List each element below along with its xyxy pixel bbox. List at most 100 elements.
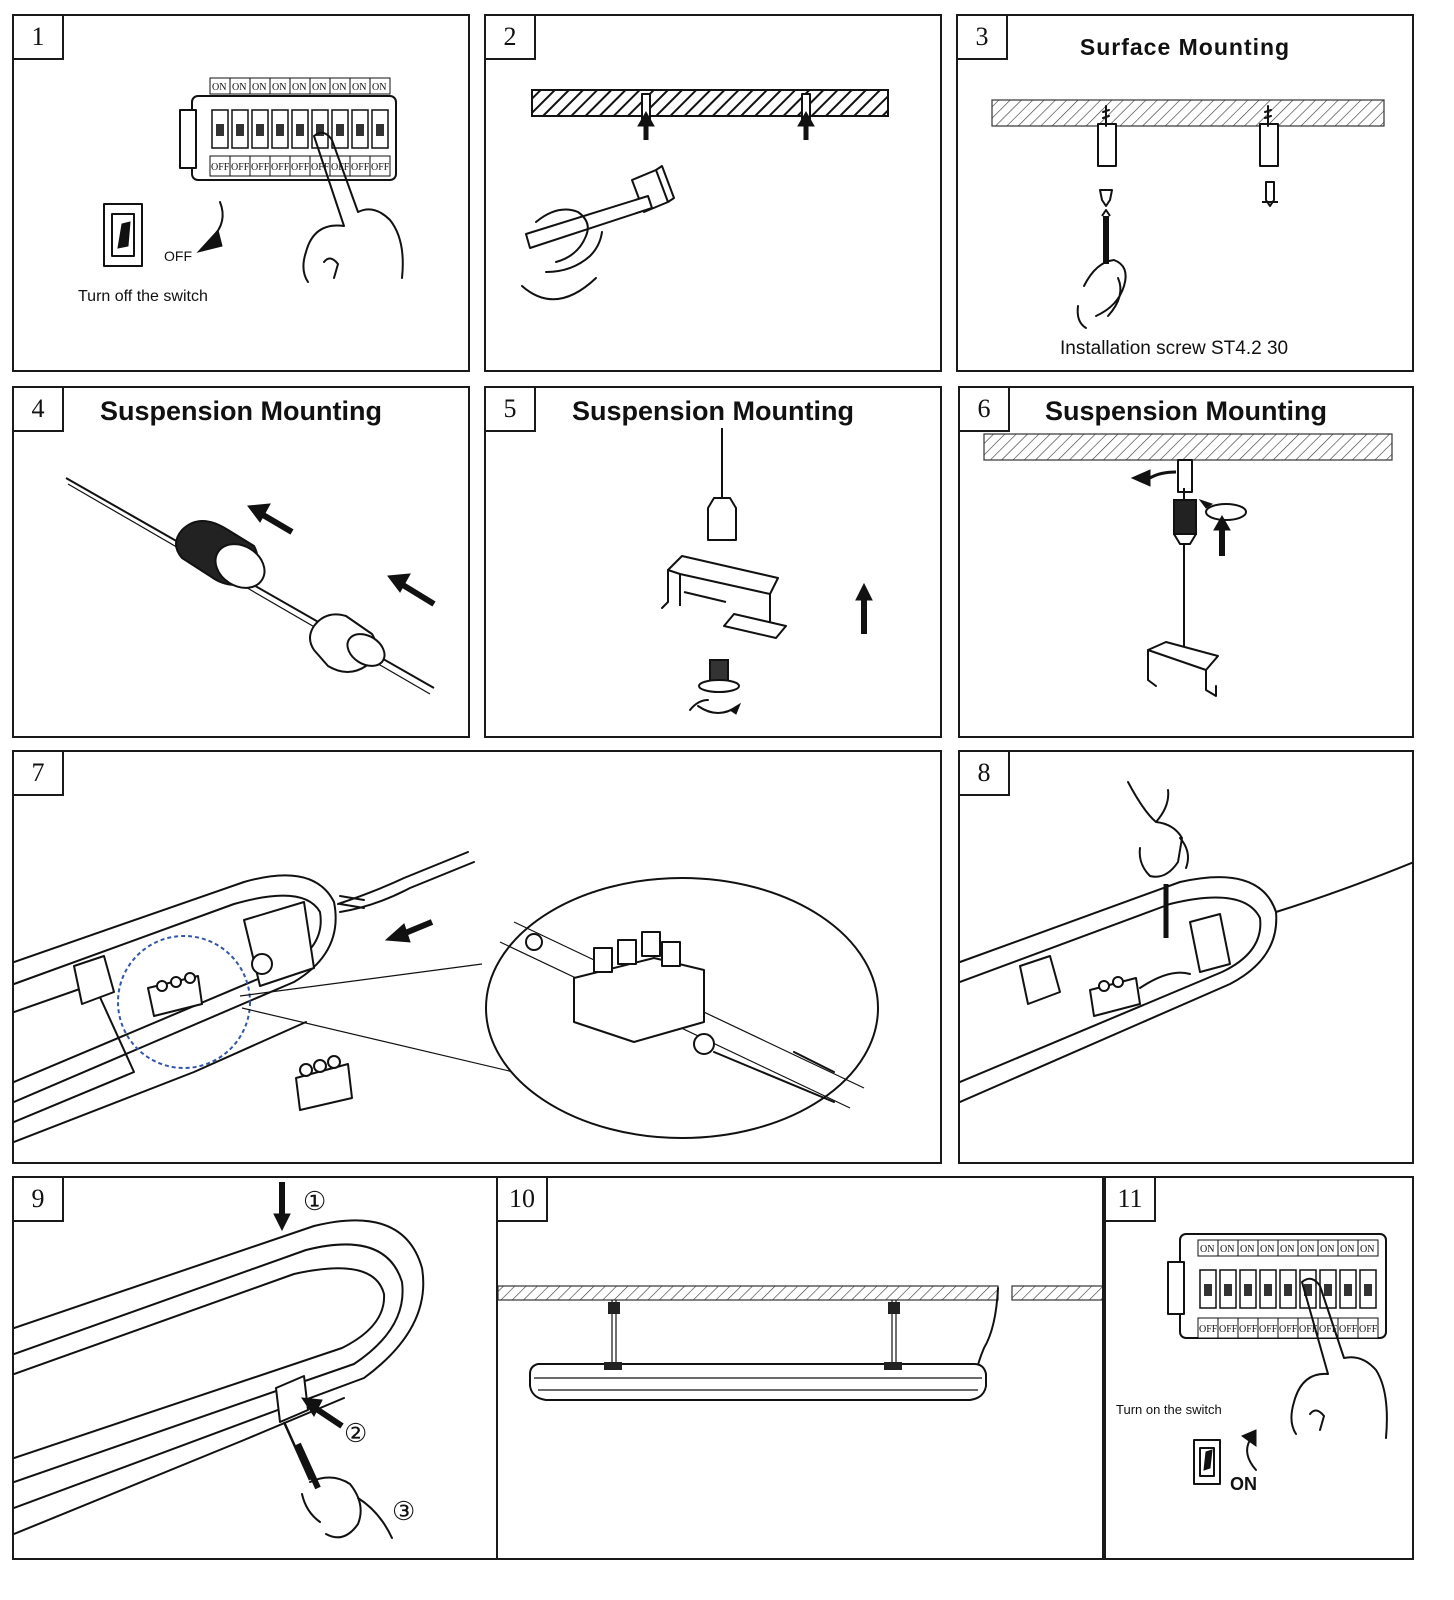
breaker-off-text: OFF bbox=[1299, 1324, 1318, 1335]
rotate-icon bbox=[689, 699, 742, 715]
breaker-off-text: OFF bbox=[1219, 1324, 1238, 1335]
breaker-lever bbox=[316, 124, 324, 136]
breaker-on-text: ON bbox=[1320, 1244, 1334, 1255]
hammer-icon bbox=[525, 165, 675, 249]
step-number: 9 bbox=[14, 1178, 64, 1222]
breaker-panel-icon: ON OFF ON OFF ON OFF ON OFF ON OFF ON OFF ON OFF ON OFF… bbox=[179, 77, 397, 181]
breaker-on-text: ON bbox=[1200, 1244, 1214, 1255]
breaker-off-text: OFF bbox=[311, 162, 330, 173]
screw-icon bbox=[698, 659, 740, 693]
terminal-block-icon bbox=[1089, 971, 1191, 1017]
wall-switch-icon bbox=[1193, 1439, 1221, 1485]
breaker-on-text: ON bbox=[1340, 1244, 1354, 1255]
mounting-clip-icon bbox=[661, 555, 787, 639]
step-caption: Turn off the switch bbox=[78, 288, 208, 305]
breaker-lever bbox=[1284, 1284, 1292, 1296]
hand-icon bbox=[521, 208, 603, 301]
breaker-on-text: ON bbox=[1280, 1244, 1294, 1255]
mounting-clip-icon bbox=[1147, 641, 1219, 697]
breaker-off-text: OFF bbox=[271, 162, 290, 173]
breaker-on-text: ON bbox=[1360, 1244, 1374, 1255]
step-7-panel: 7 bbox=[12, 750, 942, 1164]
hand-icon bbox=[301, 1476, 393, 1539]
arrow-icon bbox=[273, 1182, 344, 1429]
breaker-off-text: OFF bbox=[291, 162, 310, 173]
breaker-lever bbox=[216, 124, 224, 136]
breaker-on-text: ON bbox=[312, 82, 326, 93]
arrow-icon bbox=[637, 110, 815, 140]
breaker-on-text: ON bbox=[1300, 1244, 1314, 1255]
step-number: 1 bbox=[14, 16, 64, 60]
suspension-cable-icon bbox=[707, 428, 737, 541]
breaker-lever bbox=[1264, 1284, 1272, 1296]
hand-icon bbox=[1076, 259, 1127, 329]
hand-icon bbox=[1290, 1277, 1388, 1439]
breaker-off-text: OFF bbox=[351, 162, 370, 173]
step-8-panel: 8 bbox=[958, 750, 1414, 1164]
breaker-on-tag bbox=[369, 77, 391, 95]
breaker-off-tag bbox=[1357, 1317, 1379, 1339]
step-3-panel: 3 Surface Mounting Installation screw ST… bbox=[956, 14, 1414, 372]
step-caption: Installation screw ST4.2 30 bbox=[1060, 338, 1289, 359]
breaker-on-text: ON bbox=[232, 82, 246, 93]
callout-1: ① bbox=[303, 1187, 326, 1216]
breaker-lever bbox=[1224, 1284, 1232, 1296]
breaker-off-text: OFF bbox=[1319, 1324, 1338, 1335]
step-number: 10 bbox=[498, 1178, 548, 1222]
step-2-panel: 2 bbox=[484, 14, 942, 372]
magnifier-circle-icon bbox=[239, 877, 879, 1139]
breaker-lever bbox=[1324, 1284, 1332, 1296]
breaker-off-text: OFF bbox=[211, 162, 230, 173]
step-number: 3 bbox=[958, 16, 1008, 60]
breaker-off-text: OFF bbox=[251, 162, 270, 173]
breaker-on-text: ON bbox=[1220, 1244, 1234, 1255]
breaker-off-text: OFF bbox=[231, 162, 250, 173]
luminaire-icon bbox=[14, 1219, 425, 1535]
breaker-on-text: ON bbox=[292, 82, 306, 93]
breaker-on-text: ON bbox=[332, 82, 346, 93]
breaker-lever bbox=[1364, 1284, 1372, 1296]
callout-2: ② bbox=[344, 1419, 367, 1448]
step-number: 6 bbox=[960, 388, 1010, 432]
breaker-on-text: ON bbox=[212, 82, 226, 93]
breaker-lever bbox=[256, 124, 264, 136]
on-label: ON bbox=[1230, 1474, 1257, 1494]
breaker-lever bbox=[236, 124, 244, 136]
off-label: OFF bbox=[164, 248, 192, 264]
suspension-cable-icon bbox=[65, 477, 435, 695]
terminal-block-icon bbox=[117, 935, 353, 1111]
callout-3: ③ bbox=[392, 1497, 415, 1526]
breaker-off-text: OFF bbox=[1279, 1324, 1298, 1335]
screw-icon bbox=[1099, 105, 1278, 207]
step-title: Suspension Mounting bbox=[100, 396, 382, 426]
luminaire-icon bbox=[960, 861, 1412, 1103]
step-title: Suspension Mounting bbox=[572, 396, 854, 426]
breaker-on-text: ON bbox=[372, 82, 386, 93]
breaker-off-text: OFF bbox=[1239, 1324, 1258, 1335]
step-9-callouts: ① ② ③ bbox=[303, 1187, 415, 1526]
ceiling-icon bbox=[531, 89, 889, 121]
supply-cable-icon bbox=[337, 851, 475, 913]
arrow-icon bbox=[247, 503, 436, 607]
breaker-off-text: OFF bbox=[331, 162, 350, 173]
step-4-panel: 4 Suspension Mounting bbox=[12, 386, 470, 738]
step-number: 5 bbox=[486, 388, 536, 432]
luminaire-icon bbox=[529, 1362, 987, 1401]
step-5-panel: 5 Suspension Mounting bbox=[484, 386, 942, 738]
breaker-off-text: OFF bbox=[371, 162, 390, 173]
step-title: Surface Mounting bbox=[1079, 34, 1291, 60]
breaker-off-tag bbox=[369, 155, 391, 177]
rotate-icon bbox=[1198, 499, 1247, 521]
arrow-icon bbox=[384, 919, 434, 943]
breaker-on-text: ON bbox=[272, 82, 286, 93]
breaker-lever bbox=[1304, 1284, 1312, 1296]
step-9-panel: 9 ① ② ③ bbox=[12, 1176, 500, 1560]
breaker-on-text: ON bbox=[352, 82, 366, 93]
step-number: 4 bbox=[14, 388, 64, 432]
step-number: 7 bbox=[14, 752, 64, 796]
step-caption: Turn on the switch bbox=[1116, 1402, 1222, 1417]
suspension-cable-icon bbox=[1173, 488, 1197, 658]
step-number: 11 bbox=[1106, 1178, 1156, 1222]
